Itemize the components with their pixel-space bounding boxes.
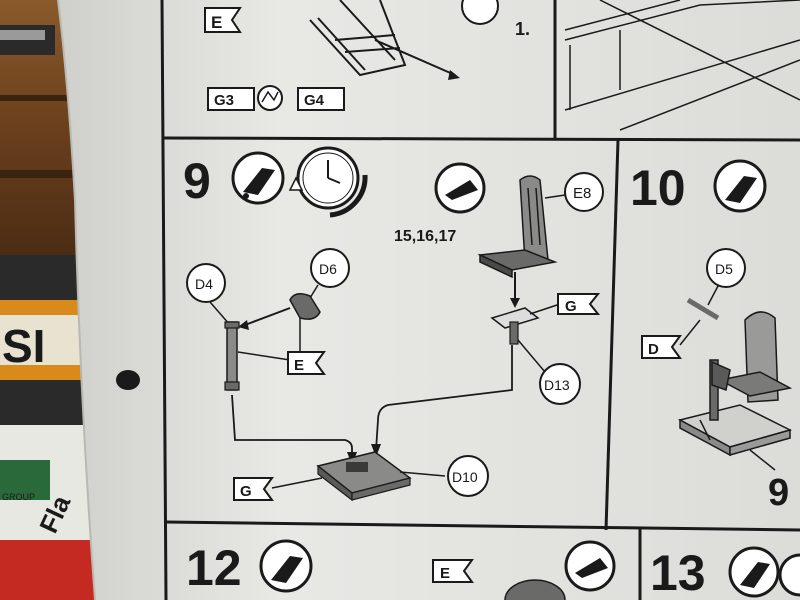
parts-list-label: 15,16,17	[394, 228, 456, 245]
punch-hole	[116, 370, 140, 390]
step-10-panel: 10 D5 D 9	[630, 159, 793, 514]
flag-g-bottom	[233, 477, 274, 501]
label-e-step12: E	[440, 565, 450, 582]
step-9-panel: 9 15,16,17 E8	[183, 146, 604, 502]
rod-part	[226, 321, 238, 391]
label-d10: D10	[452, 469, 478, 485]
label-g-bottom: G	[240, 483, 252, 500]
box-text-group: GROUP	[2, 492, 35, 502]
box-g3	[207, 87, 255, 111]
step-13-number: 13	[650, 545, 706, 600]
hand-icon	[257, 85, 283, 111]
seat-part	[477, 175, 558, 279]
step-12-panel: 12 E	[186, 539, 616, 600]
label-g-right: G	[565, 298, 577, 315]
step-10-sub-9: 9	[768, 472, 789, 514]
flag-e-step12	[432, 559, 474, 583]
label-d13: D13	[544, 377, 570, 393]
label-e-step9: E	[294, 357, 304, 374]
top-right-drawing	[564, 0, 800, 131]
label-g3: G3	[214, 92, 234, 109]
box-g4	[297, 87, 345, 111]
panel-grid	[160, 0, 800, 600]
rotate-arrow-icon	[329, 174, 368, 218]
assembled-seat	[677, 311, 793, 457]
round-part	[504, 579, 566, 600]
step-10-number: 10	[630, 160, 686, 216]
label-d4: D4	[195, 276, 213, 292]
step-9-number: 9	[183, 153, 211, 209]
flag-e-step9	[287, 351, 326, 375]
plate-part	[490, 307, 540, 329]
label-g4: G4	[304, 92, 325, 109]
small-rod-part	[686, 297, 720, 321]
top-panel: E 1. G3 G4	[204, 0, 800, 131]
label-d-step10: D	[648, 341, 659, 358]
lever-part	[289, 293, 321, 320]
flag-e-top	[204, 7, 242, 33]
flag-g-right	[557, 293, 601, 315]
paper-sheet	[58, 0, 800, 600]
box-text-si: SI	[2, 320, 45, 372]
ladder-part	[309, 0, 407, 77]
label-d5: D5	[715, 261, 733, 277]
label-e8: E8	[573, 185, 591, 202]
step-12-number: 12	[186, 540, 242, 596]
step-1-label: 1.	[515, 19, 530, 39]
label-e-top: E	[211, 13, 222, 32]
label-d6: D6	[319, 261, 337, 277]
step-13-panel: 13	[650, 545, 800, 600]
flag-d-step10	[641, 335, 682, 359]
